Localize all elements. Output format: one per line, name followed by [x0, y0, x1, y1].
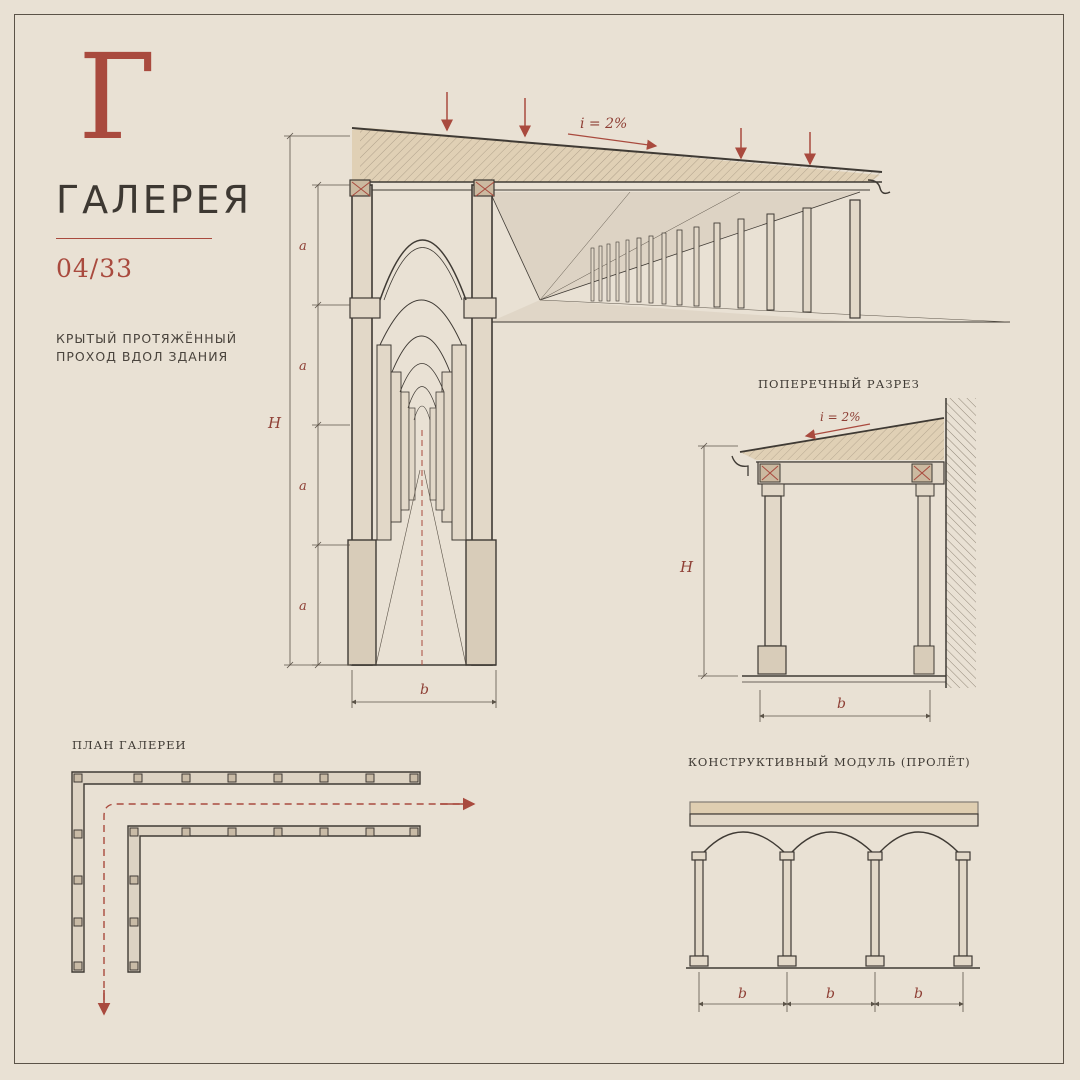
- height-label: H: [267, 414, 282, 432]
- module-caption: КОНСТРУКТИВНЫЙ МОДУЛЬ (ПРОЛЁТ): [688, 755, 971, 769]
- section-width-label: b: [837, 696, 846, 712]
- height-dimension: [284, 132, 350, 669]
- span-label: b: [914, 986, 923, 1002]
- portal-floor: [352, 469, 496, 666]
- section-width-dimension: [759, 690, 931, 722]
- page-title: ГАЛЕРЕЯ: [56, 178, 253, 222]
- module-columns: [689, 851, 973, 967]
- receding-arches: [376, 299, 467, 541]
- section-height-dimension: [698, 442, 738, 680]
- cross-section: i = 2% H b: [679, 398, 976, 722]
- cross-section-caption: ПОПЕРЕЧНЫЙ РАЗРЕЗ: [758, 377, 920, 391]
- width-label: b: [420, 682, 429, 698]
- module-arches: [703, 831, 959, 853]
- description-line: КРЫТЫЙ ПРОТЯЖЁННЫЙ: [56, 331, 238, 346]
- gutter: [867, 179, 891, 195]
- page-number: 04/33: [56, 254, 134, 283]
- slope-arrow: [567, 133, 658, 150]
- section-beam: [757, 461, 945, 485]
- plan-path: [103, 803, 470, 1012]
- page-border: [14, 14, 1064, 1064]
- receding-columns: [590, 199, 861, 319]
- section-letter: Г: [78, 28, 157, 166]
- wall-hatch: [946, 398, 976, 688]
- section-height-label: H: [679, 558, 694, 576]
- plan-piers: [73, 773, 419, 971]
- gallery-plan: [71, 771, 476, 1016]
- plan-caption: ПЛАН ГАЛЕРЕИ: [72, 738, 187, 752]
- bay-label: a: [299, 479, 307, 494]
- description: КРЫТЫЙ ПРОТЯЖЁННЫЙ ПРОХОД ВДОЛ ЗДАНИЯ: [56, 330, 256, 366]
- section-slope-arrow: [804, 423, 871, 440]
- bay-dimension: [312, 181, 350, 669]
- span-label: b: [738, 986, 747, 1002]
- description-line: ПРОХОД ВДОЛ ЗДАНИЯ: [56, 349, 229, 364]
- slope-label: i = 2%: [580, 116, 627, 132]
- load-arrows: [441, 92, 816, 166]
- perspective-view: i = 2% H a a a a: [267, 92, 1011, 708]
- module-span-dimension: [698, 972, 964, 1012]
- floor: [490, 300, 860, 322]
- structural-module: b b b: [686, 801, 980, 1012]
- bay-label: a: [299, 239, 307, 254]
- span-label: b: [826, 986, 835, 1002]
- bay-label: a: [299, 359, 307, 374]
- front-portal: [347, 179, 497, 666]
- bay-label: a: [299, 599, 307, 614]
- title-divider: [56, 238, 212, 239]
- section-gutter: [731, 455, 749, 476]
- section-slope-label: i = 2%: [820, 410, 861, 424]
- section-columns: [757, 483, 935, 675]
- width-dimension: [351, 670, 497, 708]
